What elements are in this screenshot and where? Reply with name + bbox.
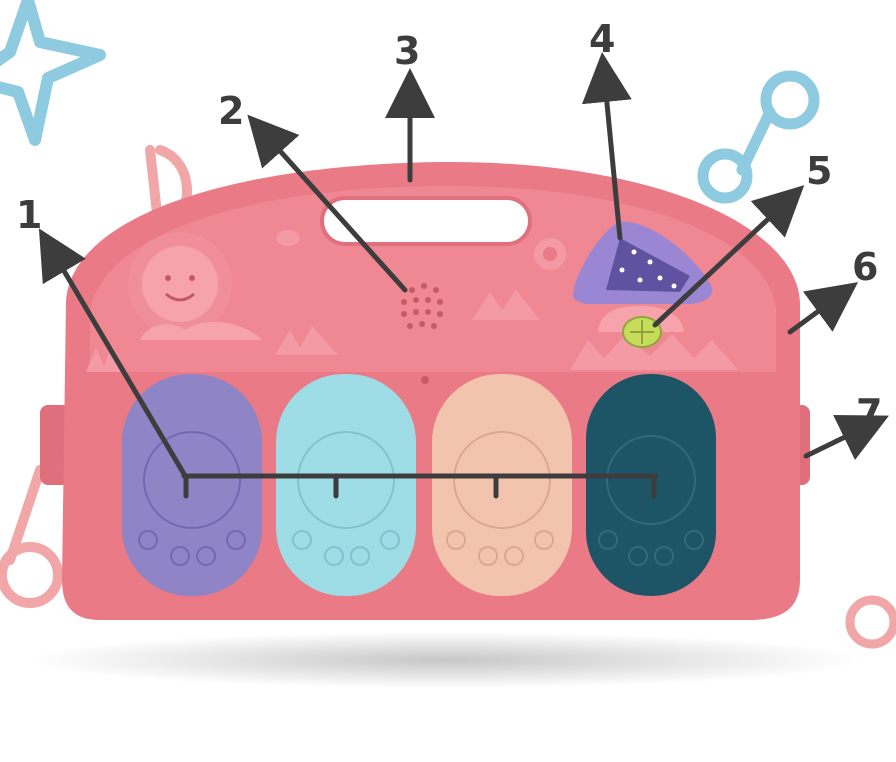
speaker-grille (401, 283, 443, 329)
grass-decor-icon (472, 290, 540, 320)
callout-arrow-6 (787, 282, 859, 335)
sun-decor-icon (128, 232, 262, 340)
callout-number-3: 3 (394, 29, 421, 73)
bee-decor-icon (276, 230, 300, 246)
grass-decor-icon (570, 334, 738, 370)
callout-arrow-5 (652, 185, 805, 328)
music-note-decor-icon (0, 465, 63, 608)
flower-decor-icon (534, 238, 566, 270)
callout-number-4: 4 (589, 17, 616, 61)
callout-arrow-2 (247, 114, 408, 293)
peach-key[interactable] (432, 374, 572, 596)
grass-decor-icon (275, 326, 338, 355)
aqua-key[interactable] (276, 374, 416, 596)
callout-number-2: 2 (218, 89, 245, 133)
callout-number-1: 1 (16, 193, 43, 237)
callout-arrow-1 (38, 228, 187, 477)
star-decor-icon (0, 0, 106, 146)
callout-arrow-4 (581, 52, 632, 241)
callout-arrow-7 (803, 415, 889, 460)
callout-number-6: 6 (852, 245, 879, 289)
floor-shadow (25, 632, 865, 688)
carry-handle (320, 196, 532, 246)
toy-piano (40, 161, 810, 620)
music-note-decor-icon (697, 70, 820, 204)
star-projector (573, 221, 713, 304)
teal-key[interactable] (586, 374, 716, 596)
callout-number-7: 7 (856, 391, 883, 435)
side-clip-left (40, 405, 70, 485)
callout-arrows (38, 52, 889, 499)
circle-decor-icon (845, 595, 896, 649)
callout-number-5: 5 (806, 149, 833, 193)
